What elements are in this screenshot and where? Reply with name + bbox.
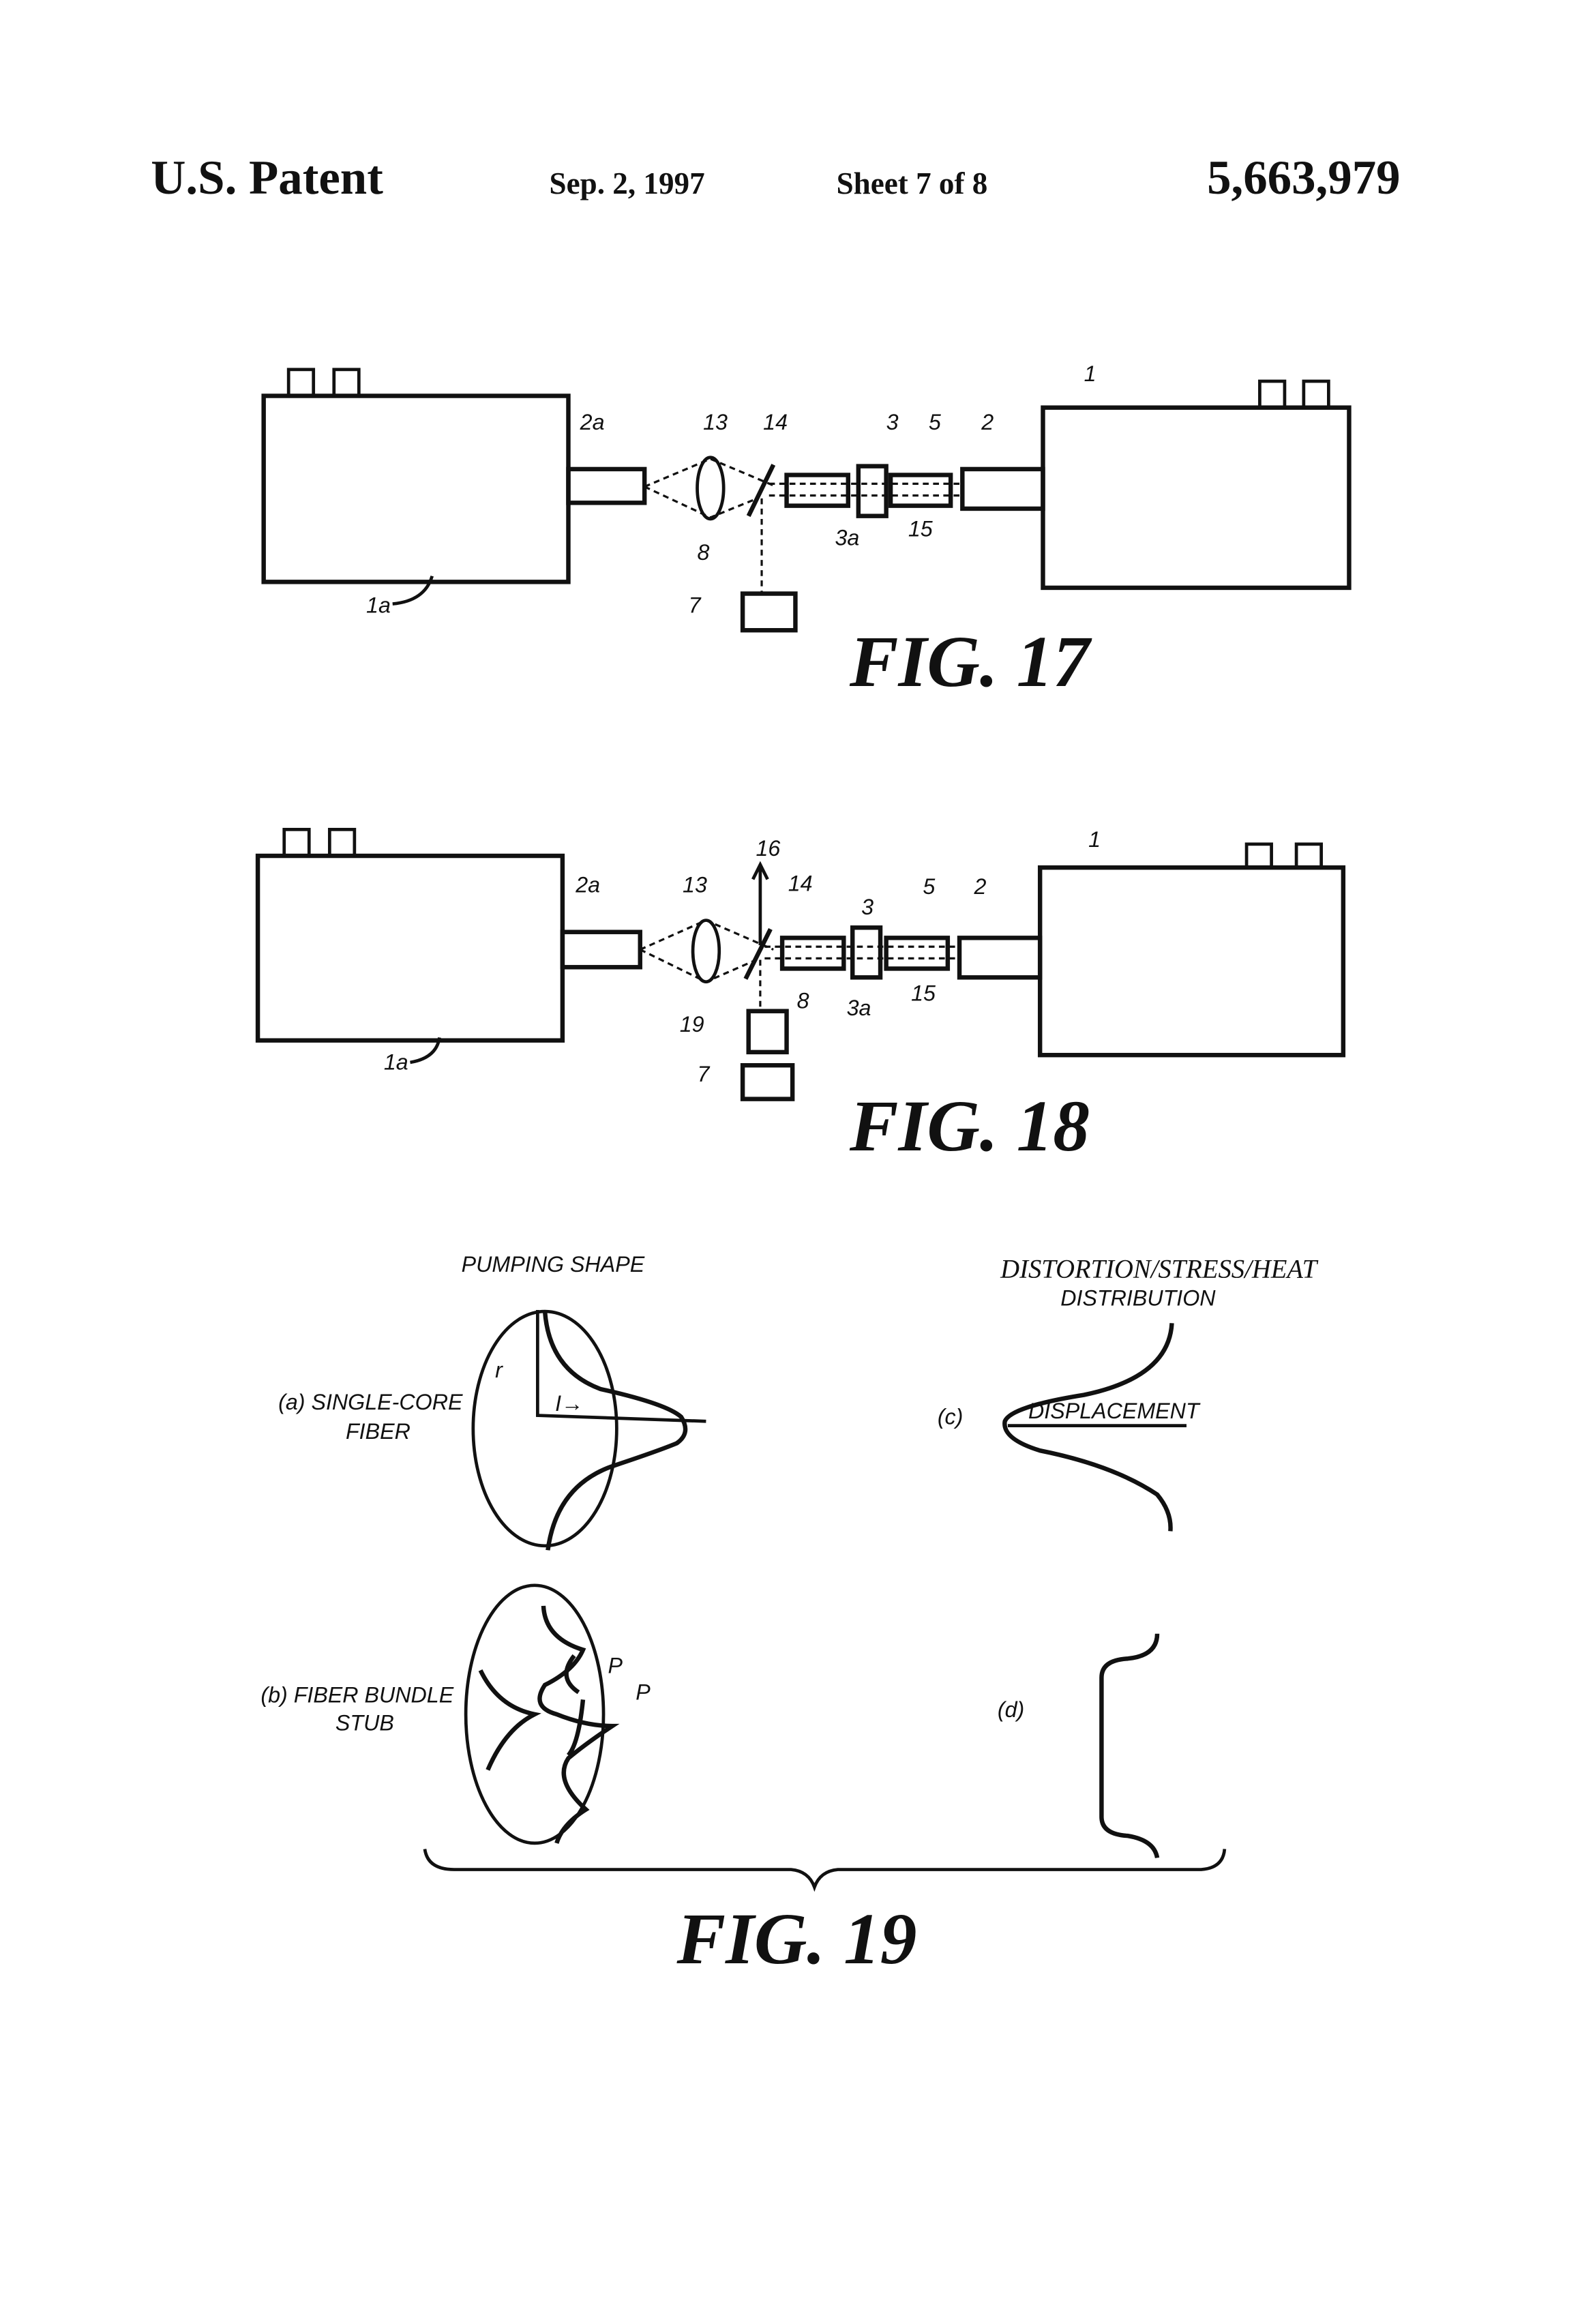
input-2 (959, 938, 1040, 977)
lens-13 (693, 921, 719, 982)
b-label-1: (b) FIBER BUNDLE (260, 1683, 453, 1708)
label: 3a (847, 996, 871, 1020)
header-patent-number: 5,663,979 (1207, 151, 1400, 205)
label: 14 (788, 872, 813, 896)
tab (288, 370, 314, 396)
output-2a (568, 469, 644, 503)
d-label: (d) (998, 1697, 1024, 1722)
label: 3 (886, 410, 899, 434)
label: 2a (580, 410, 605, 434)
b-label-2: STUB (335, 1710, 394, 1735)
r-label: r (495, 1358, 503, 1382)
header-sheet: Sheet 7 of 8 (837, 166, 988, 200)
tube-3a (787, 475, 848, 506)
p-label-2: P (636, 1680, 651, 1704)
tab (329, 829, 355, 856)
laser-box-1 (1040, 867, 1343, 1055)
label: 15 (911, 981, 936, 1006)
label: 13 (683, 873, 707, 897)
distortion-subtitle: DISTRIBUTION (1060, 1286, 1216, 1311)
mirror-14 (745, 929, 771, 979)
label: 1a (366, 593, 391, 617)
label: 2 (981, 410, 994, 434)
mirror-14 (749, 464, 774, 516)
tab (334, 370, 359, 396)
label: 5 (923, 874, 935, 899)
tab (1304, 381, 1329, 408)
fig-18-caption: FIG. 18 (849, 1086, 1090, 1167)
input-2 (962, 469, 1043, 509)
figure-19: PUMPING SHAPE DISTORTION/STRESS/HEAT DIS… (260, 1252, 1318, 1980)
detector-7 (743, 1065, 792, 1099)
label: 14 (763, 410, 788, 434)
arrow-16 (753, 865, 767, 945)
tube-3a (782, 938, 844, 968)
detector-7 (743, 594, 795, 631)
filter-19 (749, 1011, 787, 1052)
laser-box-1 (1043, 408, 1349, 588)
label: 3a (835, 526, 859, 550)
a-label-1: (a) SINGLE-CORE (278, 1390, 463, 1414)
single-core-fiber-ellipse (473, 1311, 617, 1546)
laser-box-1a (264, 396, 569, 582)
label: 2a (575, 873, 600, 897)
d-profile-bracket (1101, 1634, 1157, 1858)
label: 8 (698, 540, 710, 565)
c-label: (c) (938, 1405, 964, 1429)
tab (1296, 844, 1322, 867)
label: 3 (861, 895, 874, 919)
label: 1 (1084, 361, 1096, 386)
fig-19-caption: FIG. 19 (676, 1898, 916, 1980)
label: 1a (384, 1050, 408, 1075)
figure-18: 1a 2a 13 16 14 3 5 2 1 3a 15 8 19 7 FIG.… (258, 827, 1343, 1167)
figure-17: 1a 2a 13 14 3 5 2 1 3a 15 8 7 FIG. 17 (264, 361, 1349, 702)
label: 19 (680, 1012, 704, 1037)
tab (1259, 381, 1285, 408)
laser-box-1a (258, 856, 563, 1041)
header-date: Sep. 2, 1997 (550, 166, 705, 200)
label: 1 (1088, 827, 1101, 852)
label: 7 (689, 593, 702, 617)
header-title: U.S. Patent (151, 151, 383, 205)
label: 7 (698, 1062, 711, 1086)
distortion-title: DISTORTION/STRESS/HEAT (1000, 1255, 1318, 1284)
tab (1247, 844, 1272, 867)
tab (284, 829, 310, 856)
p-label-1: P (608, 1654, 623, 1678)
tube-3 (891, 475, 951, 506)
a-label-2: FIBER (346, 1419, 411, 1444)
pumping-shape-title: PUMPING SHAPE (462, 1252, 645, 1277)
lens-13 (698, 458, 724, 519)
output-2a (563, 932, 640, 968)
label: 16 (756, 836, 780, 861)
block-15 (859, 466, 886, 516)
displacement-label: DISPLACEMENT (1028, 1399, 1201, 1423)
label: 5 (929, 410, 941, 434)
fig-19-brace (425, 1849, 1225, 1887)
label: 2 (974, 874, 987, 899)
label: 13 (703, 410, 728, 434)
i-label: I→ (555, 1391, 583, 1416)
tube-3 (886, 938, 948, 968)
label: 8 (797, 988, 809, 1013)
fig-17-caption: FIG. 17 (849, 621, 1092, 702)
label: 15 (908, 517, 933, 541)
block-15 (852, 927, 880, 977)
